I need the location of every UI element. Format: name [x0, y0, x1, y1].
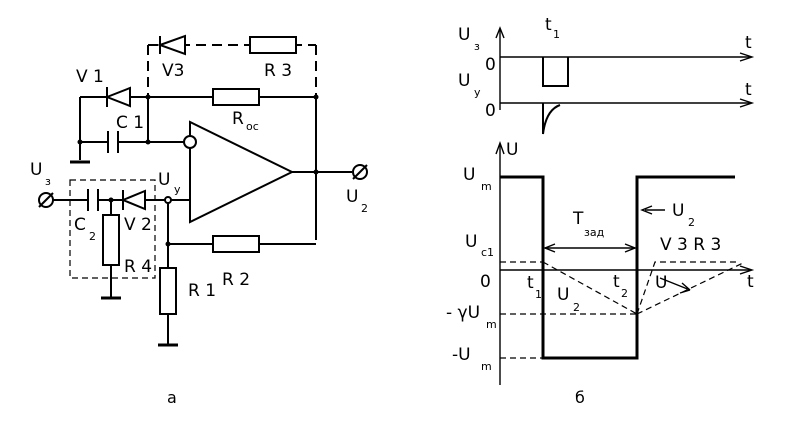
label-u2-bottom: U — [672, 201, 684, 221]
label-gamma-um: - γU — [446, 303, 480, 323]
timing-diagram: U з 0 t 1 t U у 0 t U t 0 T — [446, 15, 755, 407]
label-c2: C — [74, 215, 86, 235]
label-t1-top-sub: 1 — [553, 28, 560, 41]
uz-axis-arrow — [495, 26, 505, 39]
opamp-inverting-input-circle — [183, 135, 197, 149]
resistor-r2 — [212, 235, 260, 253]
uy-time-arrow — [739, 98, 755, 108]
label-zero-bottom: 0 — [480, 272, 491, 292]
resistor-r4 — [102, 214, 120, 266]
label-gamma-um-sub: m — [486, 318, 497, 331]
output-terminal-slash — [352, 164, 368, 180]
label-roc: R — [232, 109, 244, 129]
circuit-diagram: V3 R 3 R oc V 1 C 1 U з — [30, 34, 368, 407]
u2-waveform — [500, 175, 735, 360]
label-roc-sub: oc — [246, 120, 259, 133]
resistor-r3 — [249, 36, 297, 54]
label-uc2-sub: 2 — [573, 301, 580, 314]
u2-pointer-arrow — [640, 205, 653, 215]
caption-b: б — [575, 388, 585, 407]
label-uy-sub: у — [174, 183, 181, 196]
label-c1: C 1 — [116, 113, 144, 133]
label-neg-um: -U — [452, 345, 471, 365]
label-v3r3: V 3 R 3 — [660, 235, 721, 255]
label-t2-bottom: t — [613, 272, 620, 292]
node-c1-right — [145, 139, 151, 145]
label-u2-sub: 2 — [361, 202, 368, 215]
label-r2: R 2 — [222, 270, 250, 290]
label-uc2: U — [557, 285, 569, 305]
label-v2: V 2 — [124, 215, 152, 235]
opamp-triangle — [189, 120, 295, 224]
label-t-axis-bottom: t — [747, 272, 754, 292]
label-tzad-sub: зад — [584, 226, 605, 239]
label-um: U — [463, 165, 475, 185]
label-uy-top-sub: у — [474, 86, 481, 99]
label-v3: V3 — [162, 61, 184, 81]
label-uc1: U — [465, 232, 477, 252]
node-uy — [164, 196, 172, 204]
label-r4: R 4 — [124, 257, 152, 277]
u-curve-arrow — [659, 277, 691, 294]
label-um-sub: m — [481, 180, 492, 193]
t-axis-bottom-arrow — [739, 265, 755, 275]
tzad-arrow-right — [624, 243, 637, 253]
diode-v3 — [157, 34, 186, 56]
label-uy-top: U — [458, 71, 470, 91]
node-r4-top — [108, 197, 114, 203]
label-t1-bottom-sub: 1 — [535, 288, 542, 301]
label-zero-top2: 0 — [485, 101, 496, 121]
u-axis-arrow — [495, 140, 505, 155]
diode-v2 — [120, 189, 146, 211]
label-t1-top: t — [545, 15, 552, 35]
label-neg-um-sub: m — [481, 360, 492, 373]
resistor-r1 — [159, 267, 177, 315]
node-roc-right — [313, 94, 319, 100]
label-u2: U — [346, 187, 358, 207]
uy-spike — [542, 103, 561, 135]
label-uc1-sub: c1 — [481, 246, 494, 259]
uc-dashed-recharge — [636, 261, 740, 315]
uz-time-arrow — [739, 52, 755, 62]
input-network-dashed-box — [69, 179, 156, 279]
label-u-axis: U — [506, 140, 518, 160]
uz-pulse — [542, 57, 569, 87]
label-u2-bottom-sub: 2 — [688, 216, 695, 229]
resistor-roc — [212, 88, 260, 106]
label-t1-bottom: t — [527, 273, 534, 293]
label-uz-top: U — [458, 25, 470, 45]
caption-a: а — [167, 388, 177, 407]
label-uy: U — [158, 170, 170, 190]
label-r3: R 3 — [264, 61, 292, 81]
label-uz-sub: з — [45, 175, 51, 188]
label-uz-top-sub: з — [474, 40, 480, 53]
diode-v1 — [104, 86, 131, 108]
label-t-axis1: t — [745, 33, 752, 53]
label-tzad: T — [572, 209, 584, 229]
input-terminal-slash — [38, 192, 54, 208]
node-v1-c1-left — [77, 139, 83, 145]
label-v1: V 1 — [76, 67, 104, 87]
label-zero-top1: 0 — [485, 55, 496, 75]
label-uz: U — [30, 160, 42, 180]
label-t2-bottom-sub: 2 — [621, 287, 628, 300]
uc-dashed-discharge — [542, 261, 638, 315]
label-u-curve: U — [655, 273, 667, 293]
label-t-axis2: t — [745, 80, 752, 100]
tzad-arrow-left — [543, 243, 556, 253]
label-r1: R 1 — [188, 281, 216, 301]
label-c2-sub: 2 — [89, 230, 96, 243]
